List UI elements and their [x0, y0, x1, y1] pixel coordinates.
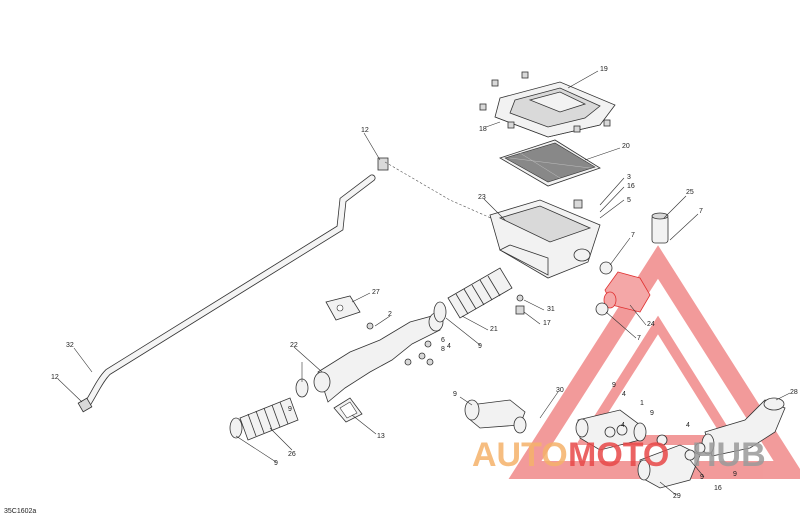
callout-31: 31	[547, 306, 555, 313]
callout-26: 26	[288, 451, 296, 458]
callout-6: 6	[441, 337, 445, 344]
callout-30: 30	[556, 387, 564, 394]
callout-28: 28	[790, 389, 798, 396]
callout-9-lower-left: 9	[274, 460, 278, 467]
callout-2: 2	[388, 311, 392, 318]
callout-12-top: 12	[361, 127, 369, 134]
watermark-word-auto: AUTO	[472, 436, 568, 474]
callout-4-bracket: 4	[447, 343, 451, 350]
callout-16: 16	[627, 183, 635, 190]
hose-clamps	[604, 424, 706, 461]
y-hose	[464, 399, 527, 434]
callout-24: 24	[647, 321, 655, 328]
mounting-bracket	[325, 295, 361, 321]
callout-18: 18	[479, 126, 487, 133]
callout-13: 13	[377, 433, 385, 440]
callout-20: 20	[622, 143, 630, 150]
callout-9-center: 9	[612, 382, 616, 389]
callout-4-right: 4	[686, 422, 690, 429]
watermark-text: AUTO MOTO HUB	[472, 436, 766, 474]
curved-hose-right	[701, 397, 786, 457]
callout-9-upper-left: 9	[288, 406, 292, 413]
callout-4-center: 4	[622, 391, 626, 398]
callout-19: 19	[600, 66, 608, 73]
intake-bellows-lower	[229, 378, 309, 441]
callout-labels: 19 18 20 3 16 5 23 25 7 7 12 27 2 22 31 …	[51, 66, 798, 500]
cover-clips	[479, 71, 611, 133]
callout-9-bellows: 9	[478, 343, 482, 350]
callout-32: 32	[66, 342, 74, 349]
callout-12-bottom: 12	[51, 374, 59, 381]
callout-16-lower: 16	[714, 485, 722, 492]
callout-5: 5	[627, 197, 631, 204]
callout-9-yhose: 9	[453, 391, 457, 398]
callout-25: 25	[686, 189, 694, 196]
callout-9-lower-right: 9	[700, 474, 704, 481]
callout-17: 17	[543, 320, 551, 327]
fasteners	[366, 294, 525, 366]
air-filter-cover	[494, 81, 616, 138]
watermark-word-hub: HUB	[692, 436, 766, 474]
callout-8: 8	[441, 346, 445, 353]
flat-seal	[333, 397, 363, 423]
callout-7-low: 7	[637, 335, 641, 342]
elbow-hose	[595, 261, 651, 316]
callout-1: 1	[640, 400, 644, 407]
pre-filter-cap	[651, 212, 669, 244]
callout-7-mid: 7	[631, 232, 635, 239]
assembly-path-line	[384, 161, 501, 223]
callout-7-top-right: 7	[699, 208, 703, 215]
air-filter-housing	[489, 199, 601, 279]
watermark-word-moto: MOTO	[568, 436, 669, 474]
callout-9-far-right: 9	[733, 471, 737, 478]
callout-21: 21	[490, 326, 498, 333]
drawing-reference-code: 35C1602a	[4, 508, 36, 515]
leader-lines	[57, 70, 791, 496]
air-filter-element	[499, 139, 601, 187]
callout-3: 3	[627, 174, 631, 181]
callout-9-mid: 9	[650, 410, 654, 417]
callout-22: 22	[290, 342, 298, 349]
callout-27: 27	[372, 289, 380, 296]
callout-23: 23	[478, 194, 486, 201]
intake-bracket	[313, 312, 444, 403]
intake-bellows-upper	[433, 267, 513, 323]
callout-29: 29	[673, 493, 681, 500]
callout-4-low: 4	[621, 422, 625, 429]
